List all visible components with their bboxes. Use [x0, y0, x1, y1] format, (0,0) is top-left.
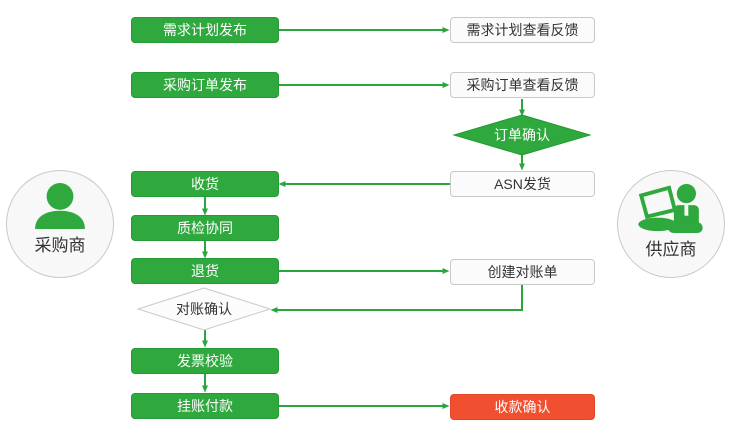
person-silhouette-icon — [35, 183, 85, 229]
node-demand-plan-publish: 需求计划发布 — [131, 17, 279, 43]
node-asn-ship: ASN发货 — [450, 171, 595, 197]
diamond-label: 对账确认 — [176, 301, 232, 317]
actor-supplier: 供应商 — [617, 170, 725, 278]
node-statement-confirm-diamond: 对账确认 — [136, 286, 272, 332]
diamond-shape — [136, 287, 272, 331]
actor-supplier-label: 供应商 — [645, 240, 697, 259]
node-receipt-confirm: 收款确认 — [450, 394, 595, 420]
node-receive-goods: 收货 — [131, 171, 279, 197]
node-payment: 挂账付款 — [131, 393, 279, 419]
node-po-feedback: 采购订单查看反馈 — [450, 72, 595, 98]
node-invoice-verify: 发票校验 — [131, 348, 279, 374]
node-po-publish: 采购订单发布 — [131, 72, 279, 98]
node-demand-plan-feedback: 需求计划查看反馈 — [450, 17, 595, 43]
node-quality-check: 质检协同 — [131, 215, 279, 241]
person-with-laptop-icon — [638, 183, 703, 233]
node-order-confirm-diamond: 订单确认 — [452, 113, 592, 157]
diamond-label: 订单确认 — [494, 127, 550, 143]
diamond-shape — [452, 114, 592, 156]
node-create-statement: 创建对账单 — [450, 259, 595, 285]
actor-buyer: 采购商 — [6, 170, 114, 278]
node-return-goods: 退货 — [131, 258, 279, 284]
connector-statement-to-confirm — [270, 283, 523, 313]
actor-buyer-label: 采购商 — [34, 236, 86, 255]
